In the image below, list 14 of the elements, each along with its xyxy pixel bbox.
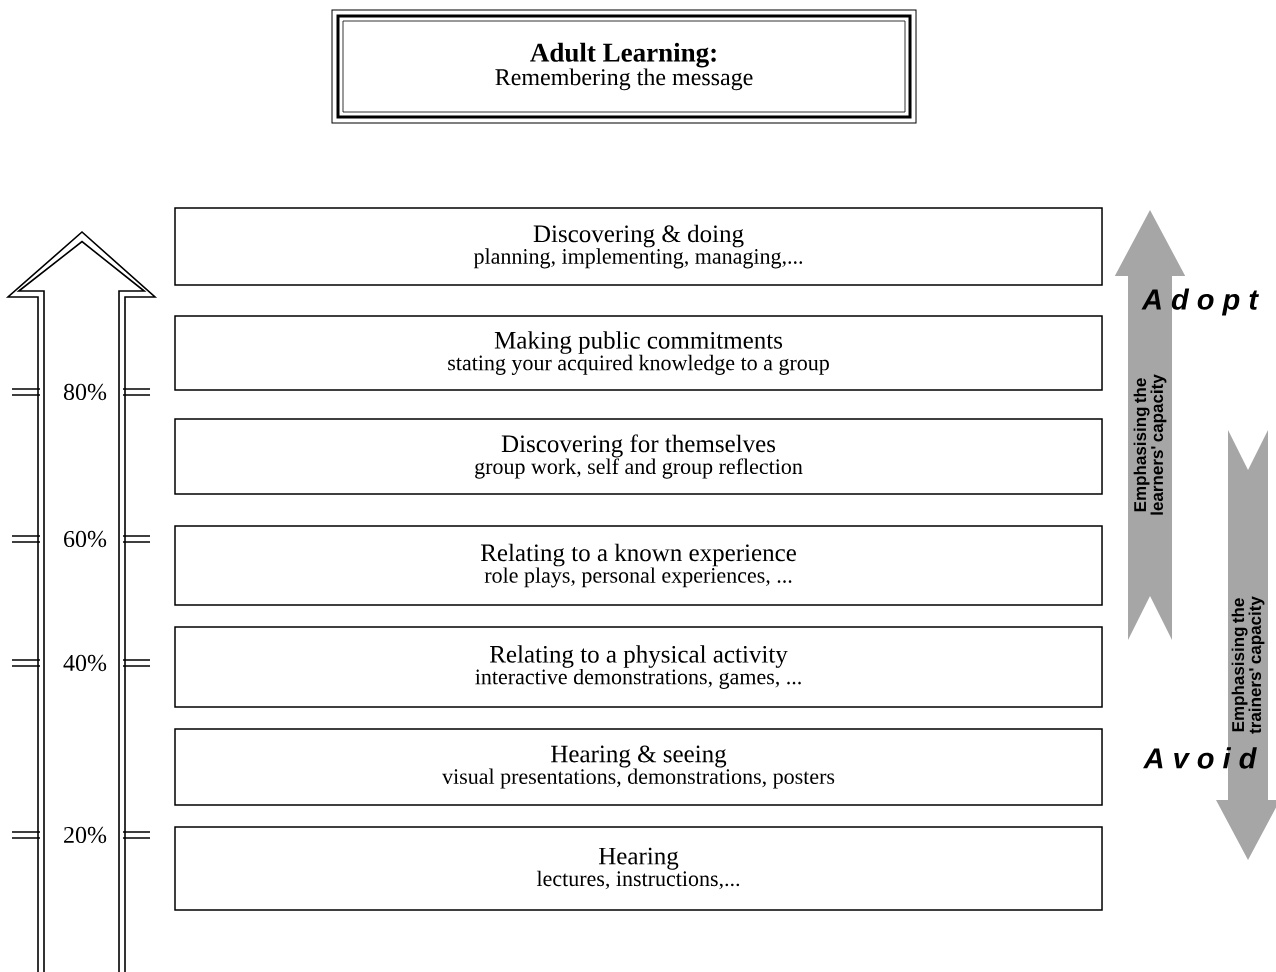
level-box: Relating to a known experience role plays, personal experiences, ... [174,525,1103,606]
level-box: Hearing & seeing visual presentations, demonstrations, posters [174,728,1103,806]
level-box: Hearing lectures, instructions,... [174,826,1103,911]
level-box: Relating to a physical activity interactive demonstrations, games, ... [174,626,1103,708]
level-box: Discovering for themselves group work, self and group reflection [174,418,1103,495]
side-label: A v o i d [1143,747,1257,769]
side-label: A d o p t [1141,288,1259,316]
level-box: Discovering & doing planning, implementing, managing,... [174,207,1103,286]
title-box: Adult Learning: Remembering the message [331,9,917,124]
percent-label: 20% [62,825,108,845]
percent-label: 40% [62,653,108,673]
level-box: Making public commitments stating your acquired knowledge to a group [174,315,1103,391]
percent-label: 80% [62,382,108,402]
percent-label: 60% [62,529,108,549]
